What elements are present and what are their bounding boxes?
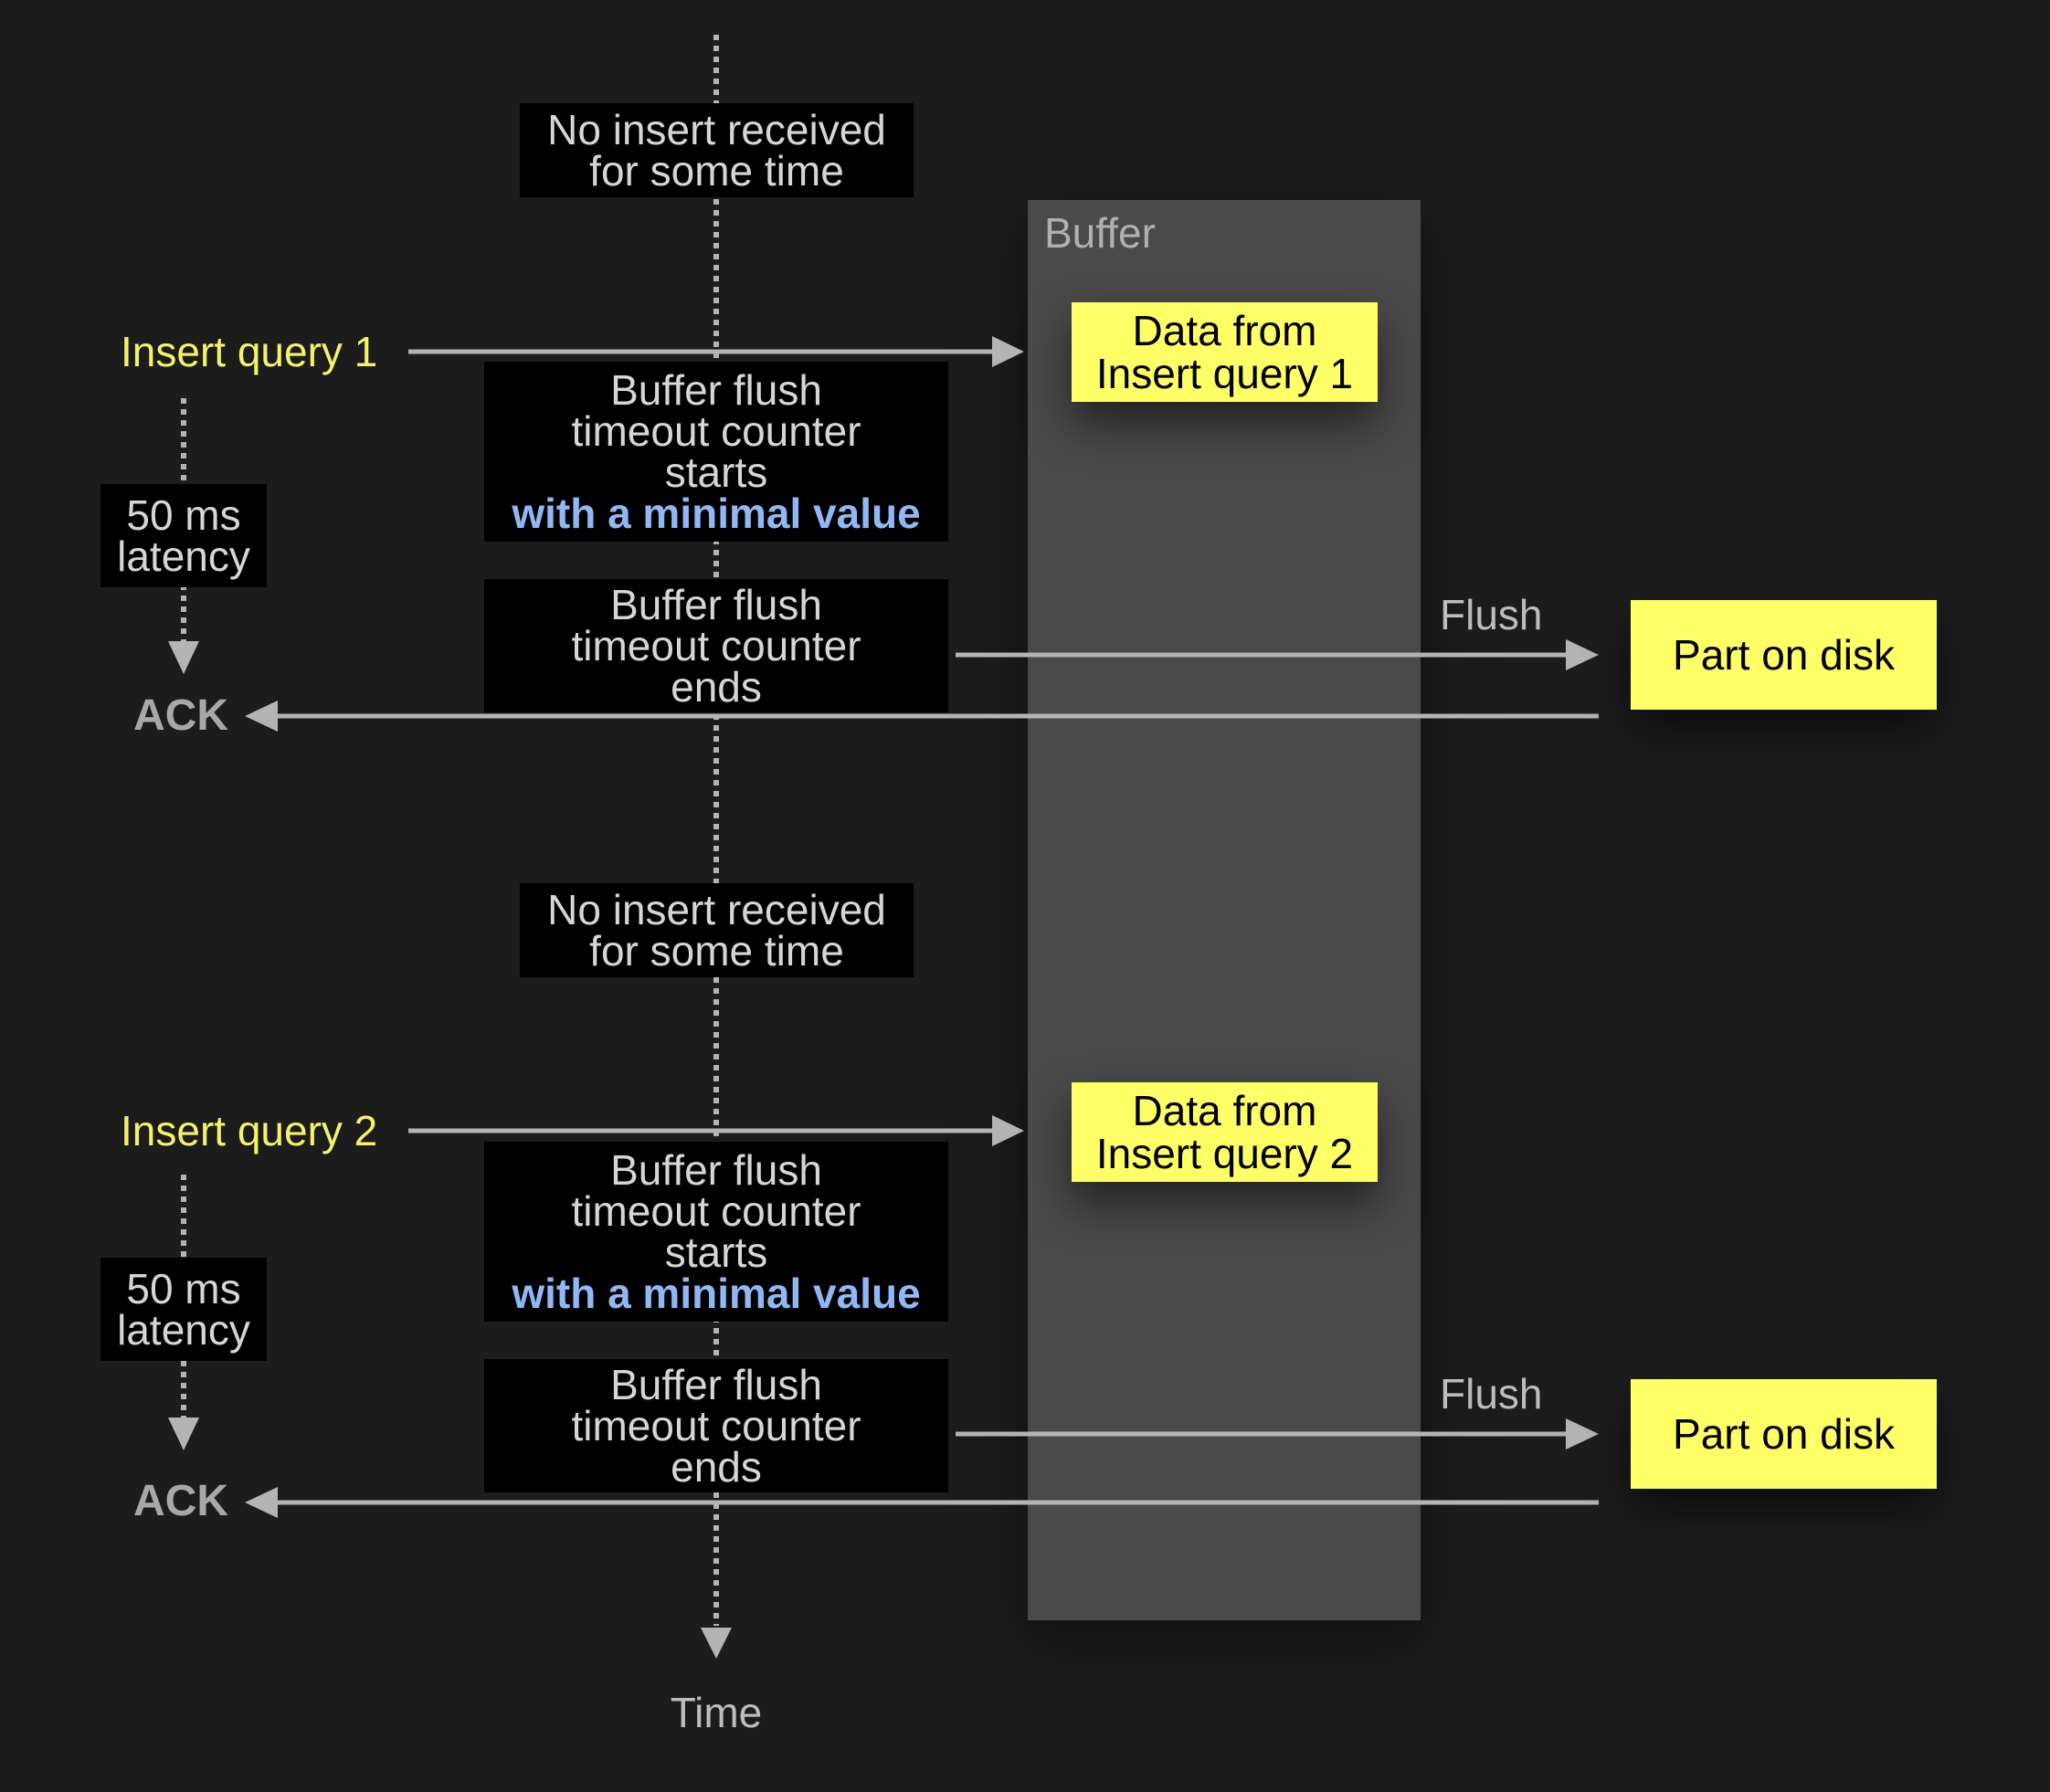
time-axis-label: Time xyxy=(670,1689,763,1736)
time-axis-arrowhead xyxy=(701,1628,732,1659)
flush-label-2: Flush xyxy=(1440,1370,1543,1418)
insert-query-2-label: Insert query 2 xyxy=(121,1107,378,1154)
latency-2-arrowhead xyxy=(168,1418,199,1450)
buffer-column xyxy=(1028,200,1421,1620)
ack-label-1: ACK xyxy=(133,691,228,740)
part-on-disk-1: Part on disk xyxy=(1631,600,1937,710)
buffer-data-query-1: Data from Insert query 1 xyxy=(1072,302,1378,402)
buffer-title: Buffer xyxy=(1044,209,1156,257)
flush-label-1: Flush xyxy=(1440,591,1543,638)
ack-label-2: ACK xyxy=(133,1477,228,1525)
flush-2-arrowhead xyxy=(1566,1418,1599,1449)
counter-start-note-1: Buffer flush timeout counter starts with… xyxy=(484,362,948,542)
no-insert-note-1: No insert received for some time xyxy=(520,103,914,197)
insert-query-2-arrowhead xyxy=(992,1115,1024,1146)
no-insert-note-2: No insert received for some time xyxy=(520,883,914,977)
latency-1-arrowhead xyxy=(168,641,199,674)
insert-query-1-arrowhead xyxy=(992,336,1024,367)
latency-note-1: 50 ms latency xyxy=(100,484,267,587)
insert-query-1-label: Insert query 1 xyxy=(121,328,378,375)
ack-1-arrowhead xyxy=(245,701,278,732)
ack-2-arrowhead xyxy=(245,1487,278,1518)
counter-end-note-2: Buffer flush timeout counter ends xyxy=(484,1359,948,1492)
latency-note-2: 50 ms latency xyxy=(100,1258,267,1361)
counter-end-note-1: Buffer flush timeout counter ends xyxy=(484,579,948,712)
buffer-data-query-2: Data from Insert query 2 xyxy=(1072,1082,1378,1182)
flush-1-arrowhead xyxy=(1566,639,1599,670)
part-on-disk-2: Part on disk xyxy=(1631,1379,1937,1489)
counter-start-note-2: Buffer flush timeout counter starts with… xyxy=(484,1142,948,1322)
